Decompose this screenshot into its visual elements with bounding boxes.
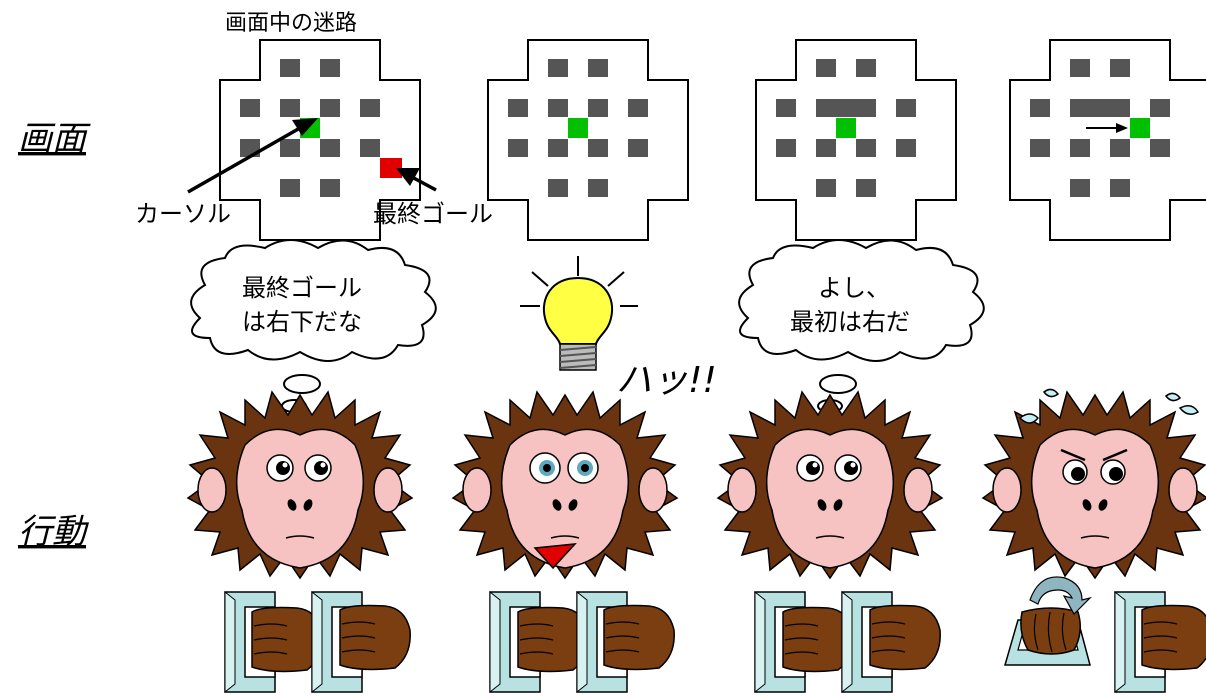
- thought-text-line1: よし、: [818, 274, 890, 302]
- lightbulb-icon: [520, 256, 638, 371]
- cursor-label: カーソル: [135, 200, 231, 228]
- rotate-arrow-icon: [1029, 576, 1092, 615]
- monkey-face-icon: [452, 391, 678, 579]
- row-label-screen: 画面: [18, 119, 91, 159]
- thought-text-line2: 最初は右だ: [790, 308, 910, 336]
- monkey-face-icon: [717, 391, 943, 579]
- lever-pair-1: [224, 591, 411, 693]
- lever-pair-3: [754, 591, 941, 693]
- maze-panel-4: [1009, 39, 1206, 241]
- goal-label: 最終ゴール: [373, 200, 493, 228]
- maze-panel-2: [487, 39, 689, 241]
- lever-pair-2: [489, 591, 675, 693]
- sweat-drop-icon: [1018, 388, 1200, 424]
- thought-text-line2: は右下だな: [242, 308, 362, 336]
- thought-bubble-3: よし、 最初は右だ: [738, 239, 985, 413]
- cursor-square: [1130, 118, 1150, 138]
- cursor-square: [568, 118, 588, 138]
- maze-panel-3: [755, 39, 957, 241]
- row-label-action: 行動: [18, 512, 90, 552]
- cursor-square: [836, 118, 856, 138]
- move-right-arrow-icon: [1116, 123, 1128, 133]
- monkey-face-icon: [187, 391, 413, 579]
- lever-pair-4: [1004, 576, 1206, 693]
- monkey-face-icon: [982, 391, 1206, 579]
- thought-bubble-1: 最終ゴール は右下だな: [190, 239, 437, 413]
- cursor-arrow-icon: [292, 118, 318, 136]
- goal-square: [380, 158, 402, 178]
- maze-caption: 画面中の迷路: [225, 11, 357, 36]
- thought-text-line1: 最終ゴール: [242, 274, 362, 302]
- exclamation-text: ハッ!!: [616, 360, 717, 401]
- goal-arrow-icon: [396, 168, 420, 186]
